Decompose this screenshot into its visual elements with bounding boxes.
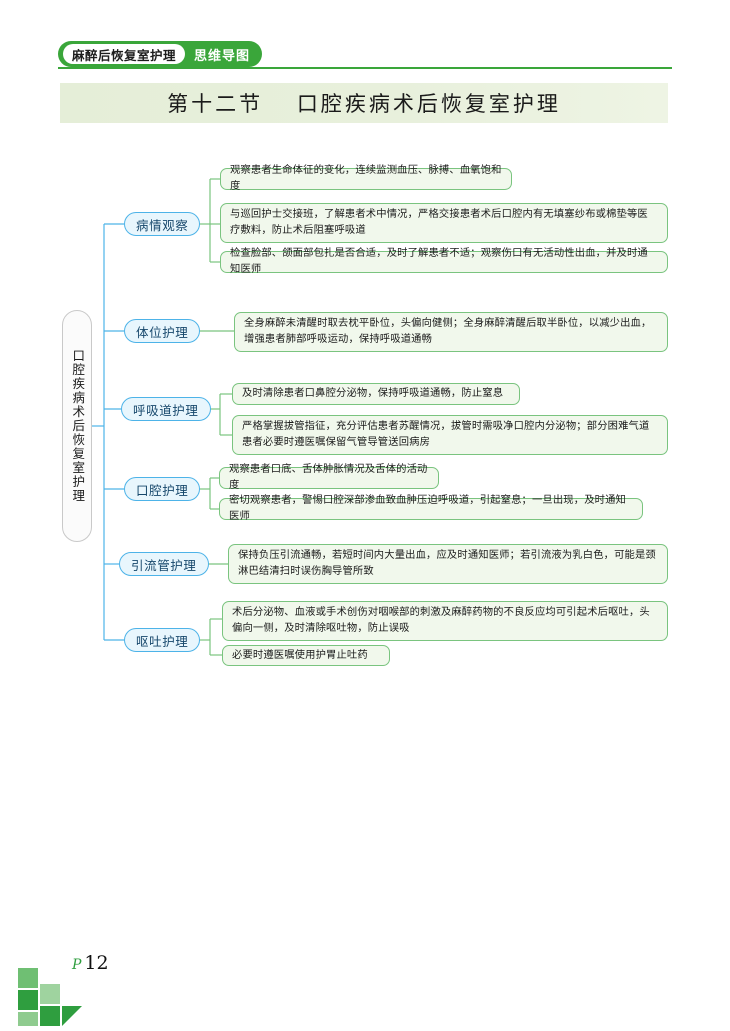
branch-label-2: 呼吸道护理: [133, 402, 199, 418]
mindmap-root-node[interactable]: 口腔疾病术后恢复室护理: [62, 310, 92, 542]
leaf-text-0-2: 检查脸部、颌面部包扎是否合适，及时了解患者不适；观察伤口有无活动性出血，并及时通…: [230, 247, 648, 275]
leaf-text-2-1: 严格掌握拔管指征，充分评估患者苏醒情况，拔管时需吸净口腔内分泌物；部分困难气道患…: [242, 420, 650, 448]
branch-node-1[interactable]: 体位护理: [124, 319, 201, 343]
leaf-node-2-1[interactable]: 严格掌握拔管指征，充分评估患者苏醒情况，拔管时需吸净口腔内分泌物；部分困难气道患…: [232, 415, 668, 455]
footer-decoration: [18, 954, 84, 1026]
footer-page-mark: P: [72, 957, 82, 973]
leaf-node-0-1[interactable]: 与巡回护士交接班，了解患者术中情况，严格交接患者术后口腔内有无填塞纱布或棉垫等医…: [220, 203, 668, 243]
leaf-node-1-0[interactable]: 全身麻醉未清醒时取去枕平卧位，头偏向健侧；全身麻醉清醒后取半卧位，以减少出血，增…: [234, 312, 668, 352]
leaf-node-3-1[interactable]: 密切观察患者，警惕口腔深部渗血致血肿压迫呼吸道，引起窒息；一旦出现，及时通知医师: [219, 494, 643, 522]
leaf-text-4-0: 保持负压引流通畅，若短时间内大量出血，应及时通知医师；若引流液为乳白色，可能是颈…: [238, 549, 656, 577]
leaf-node-0-2[interactable]: 检查脸部、颌面部包扎是否合适，及时了解患者不适；观察伤口有无活动性出血，并及时通…: [220, 247, 668, 275]
leaf-text-3-1: 密切观察患者，警惕口腔深部渗血致血肿压迫呼吸道，引起窒息；一旦出现，及时通知医师: [229, 494, 626, 522]
header-badge: 麻醉后恢复室护理 思维导图: [58, 41, 263, 67]
leaf-text-3-0: 观察患者口底、舌体肿胀情况及舌体的活动度: [229, 463, 428, 491]
branch-label-1: 体位护理: [136, 324, 189, 340]
leaf-node-2-0[interactable]: 及时清除患者口鼻腔分泌物，保持呼吸道通畅，防止窒息: [232, 383, 520, 405]
leaf-node-0-0[interactable]: 观察患者生命体征的变化，连续监测血压、脉搏、血氧饱和度: [220, 164, 512, 192]
branch-node-4[interactable]: 引流管护理: [119, 552, 209, 576]
branch-node-5[interactable]: 呕吐护理: [124, 628, 201, 652]
mindmap-root-label: 口腔疾病术后恢复室护理: [70, 349, 86, 503]
header-divider: [58, 67, 672, 69]
leaf-text-0-1: 与巡回护士交接班，了解患者术中情况，严格交接患者术后口腔内有无填塞纱布或棉垫等医…: [230, 208, 648, 236]
leaf-text-5-0: 术后分泌物、血液或手术创伤对咽喉部的刺激及麻醉药物的不良反应均可引起术后呕吐，头…: [232, 606, 650, 634]
branch-label-5: 呕吐护理: [136, 633, 189, 649]
page-header: 麻醉后恢复室护理 思维导图: [0, 0, 730, 72]
leaf-text-5-1: 必要时遵医嘱使用护胃止吐药: [232, 648, 368, 661]
section-title-bar: 第十二节 口腔疾病术后恢复室护理: [60, 83, 668, 123]
header-badge-sub-label: 思维导图: [194, 48, 251, 64]
branch-node-2[interactable]: 呼吸道护理: [121, 397, 211, 421]
leaf-text-0-0: 观察患者生命体征的变化，连续监测血压、脉搏、血氧饱和度: [230, 164, 502, 192]
leaf-node-4-0[interactable]: 保持负压引流通畅，若短时间内大量出血，应及时通知医师；若引流液为乳白色，可能是颈…: [228, 544, 668, 584]
header-badge-main-label: 麻醉后恢复室护理: [63, 44, 186, 64]
branch-label-3: 口腔护理: [136, 482, 189, 498]
branch-node-3[interactable]: 口腔护理: [124, 477, 201, 501]
branch-label-4: 引流管护理: [131, 557, 197, 573]
leaf-node-5-1[interactable]: 必要时遵医嘱使用护胃止吐药: [222, 645, 390, 666]
footer-squares-icon: [18, 968, 82, 1026]
page-title: 第十二节 口腔疾病术后恢复室护理: [167, 92, 561, 116]
branch-label-0: 病情观察: [136, 217, 189, 233]
leaf-node-5-0[interactable]: 术后分泌物、血液或手术创伤对咽喉部的刺激及麻醉药物的不良反应均可引起术后呕吐，头…: [222, 601, 668, 641]
leaf-node-3-0[interactable]: 观察患者口底、舌体肿胀情况及舌体的活动度: [219, 463, 439, 491]
footer-page-indicator: P 12: [72, 952, 109, 974]
footer-page-number: 12: [84, 952, 109, 974]
leaf-text-2-0: 及时清除患者口鼻腔分泌物，保持呼吸道通畅，防止窒息: [242, 387, 504, 400]
leaf-text-1-0: 全身麻醉未清醒时取去枕平卧位，头偏向健侧；全身麻醉清醒后取半卧位，以减少出血，增…: [244, 317, 652, 345]
header-badge-group: 麻醉后恢复室护理 思维导图: [58, 41, 263, 67]
branch-node-0[interactable]: 病情观察: [124, 212, 201, 236]
